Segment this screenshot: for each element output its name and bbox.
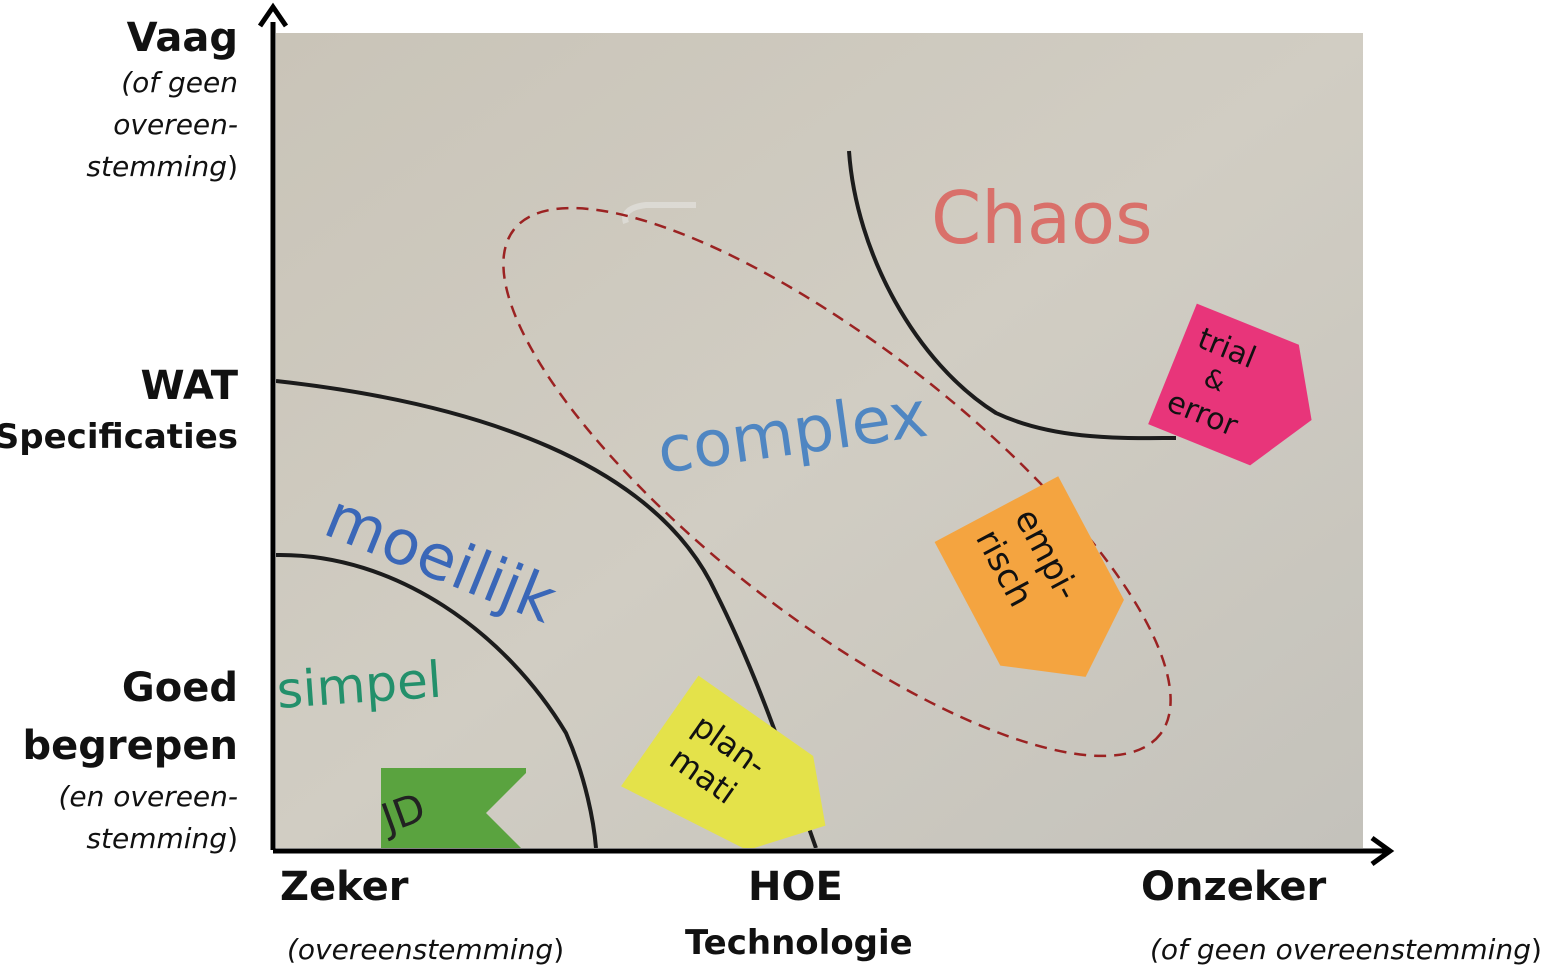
y-label-goed-group: Goed begrepen (en overeen- stemming) <box>23 664 239 860</box>
sticky-note-trial-error: trial & error <box>1148 303 1312 466</box>
x-label-hoe: HOE <box>748 864 843 910</box>
whiteboard-drawing: Chaos complex moeilijk simpel trial & er… <box>276 33 1363 848</box>
sticky-note-jd: JD <box>373 768 526 848</box>
board-background <box>276 33 1363 848</box>
sticky-note-empirisch-shape <box>934 476 1124 677</box>
x-note-onzeker: (of geen overeenstemming) <box>1150 929 1542 971</box>
zone-label-simpel: simpel <box>276 651 443 720</box>
y-axis-arrow-icon <box>257 2 289 28</box>
y-note-goed-line1: (en overeen- <box>58 780 238 813</box>
y-note-vaag-line3: stemming) <box>86 146 238 188</box>
x-note-zeker-text: (overeenstemming <box>287 933 554 966</box>
zone-label-chaos: Chaos <box>931 176 1153 260</box>
y-label-specificaties: Specificaties <box>0 417 238 457</box>
x-label-technologie: Technologie <box>685 923 913 963</box>
y-note-vaag-line2: overeen- <box>113 108 238 141</box>
board-glare <box>622 202 696 224</box>
x-note-onzeker-close: ) <box>1530 933 1542 966</box>
y-note-vaag-close: ) <box>227 150 238 183</box>
y-label-wat-group: WAT Specificaties <box>0 362 238 458</box>
y-note-vaag-stemming: stemming <box>86 150 228 183</box>
y-label-goed: Goed <box>121 665 238 711</box>
x-note-zeker-close: ) <box>553 933 565 966</box>
y-label-begrepen: begrepen <box>22 723 239 769</box>
x-note-zeker: (overeenstemming) <box>287 929 564 971</box>
complex-dashed-ellipse <box>502 206 1172 758</box>
x-label-zeker: Zeker <box>280 864 409 910</box>
sticky-note-planmatig-shape <box>621 675 826 848</box>
x-axis-arrow-icon <box>1370 835 1395 867</box>
y-note-goed-close: ) <box>227 822 238 855</box>
y-note-goed-stemming: stemming <box>86 822 228 855</box>
sticky-note-empirisch: empi- risch <box>934 476 1124 677</box>
y-label-wat: WAT <box>140 363 238 409</box>
x-label-onzeker: Onzeker <box>1141 864 1327 910</box>
chaos-boundary-line <box>847 150 1177 441</box>
whiteboard-photo: Chaos complex moeilijk simpel trial & er… <box>276 33 1363 848</box>
y-label-vaag-group: Vaag (of geen overeen- stemming) <box>86 14 238 188</box>
sticky-note-trial-error-shape <box>1148 303 1312 466</box>
moeilijk-boundary-line <box>276 552 598 848</box>
sticky-note-jd-shape <box>381 768 526 848</box>
x-note-onzeker-text: (of geen overeenstemming <box>1150 933 1531 966</box>
sticky-note-planmatig: plan- mati <box>621 675 826 848</box>
y-label-vaag: Vaag <box>126 15 238 61</box>
y-note-vaag-line1: (of geen <box>121 66 238 99</box>
y-note-goed-line2: stemming) <box>23 818 238 860</box>
